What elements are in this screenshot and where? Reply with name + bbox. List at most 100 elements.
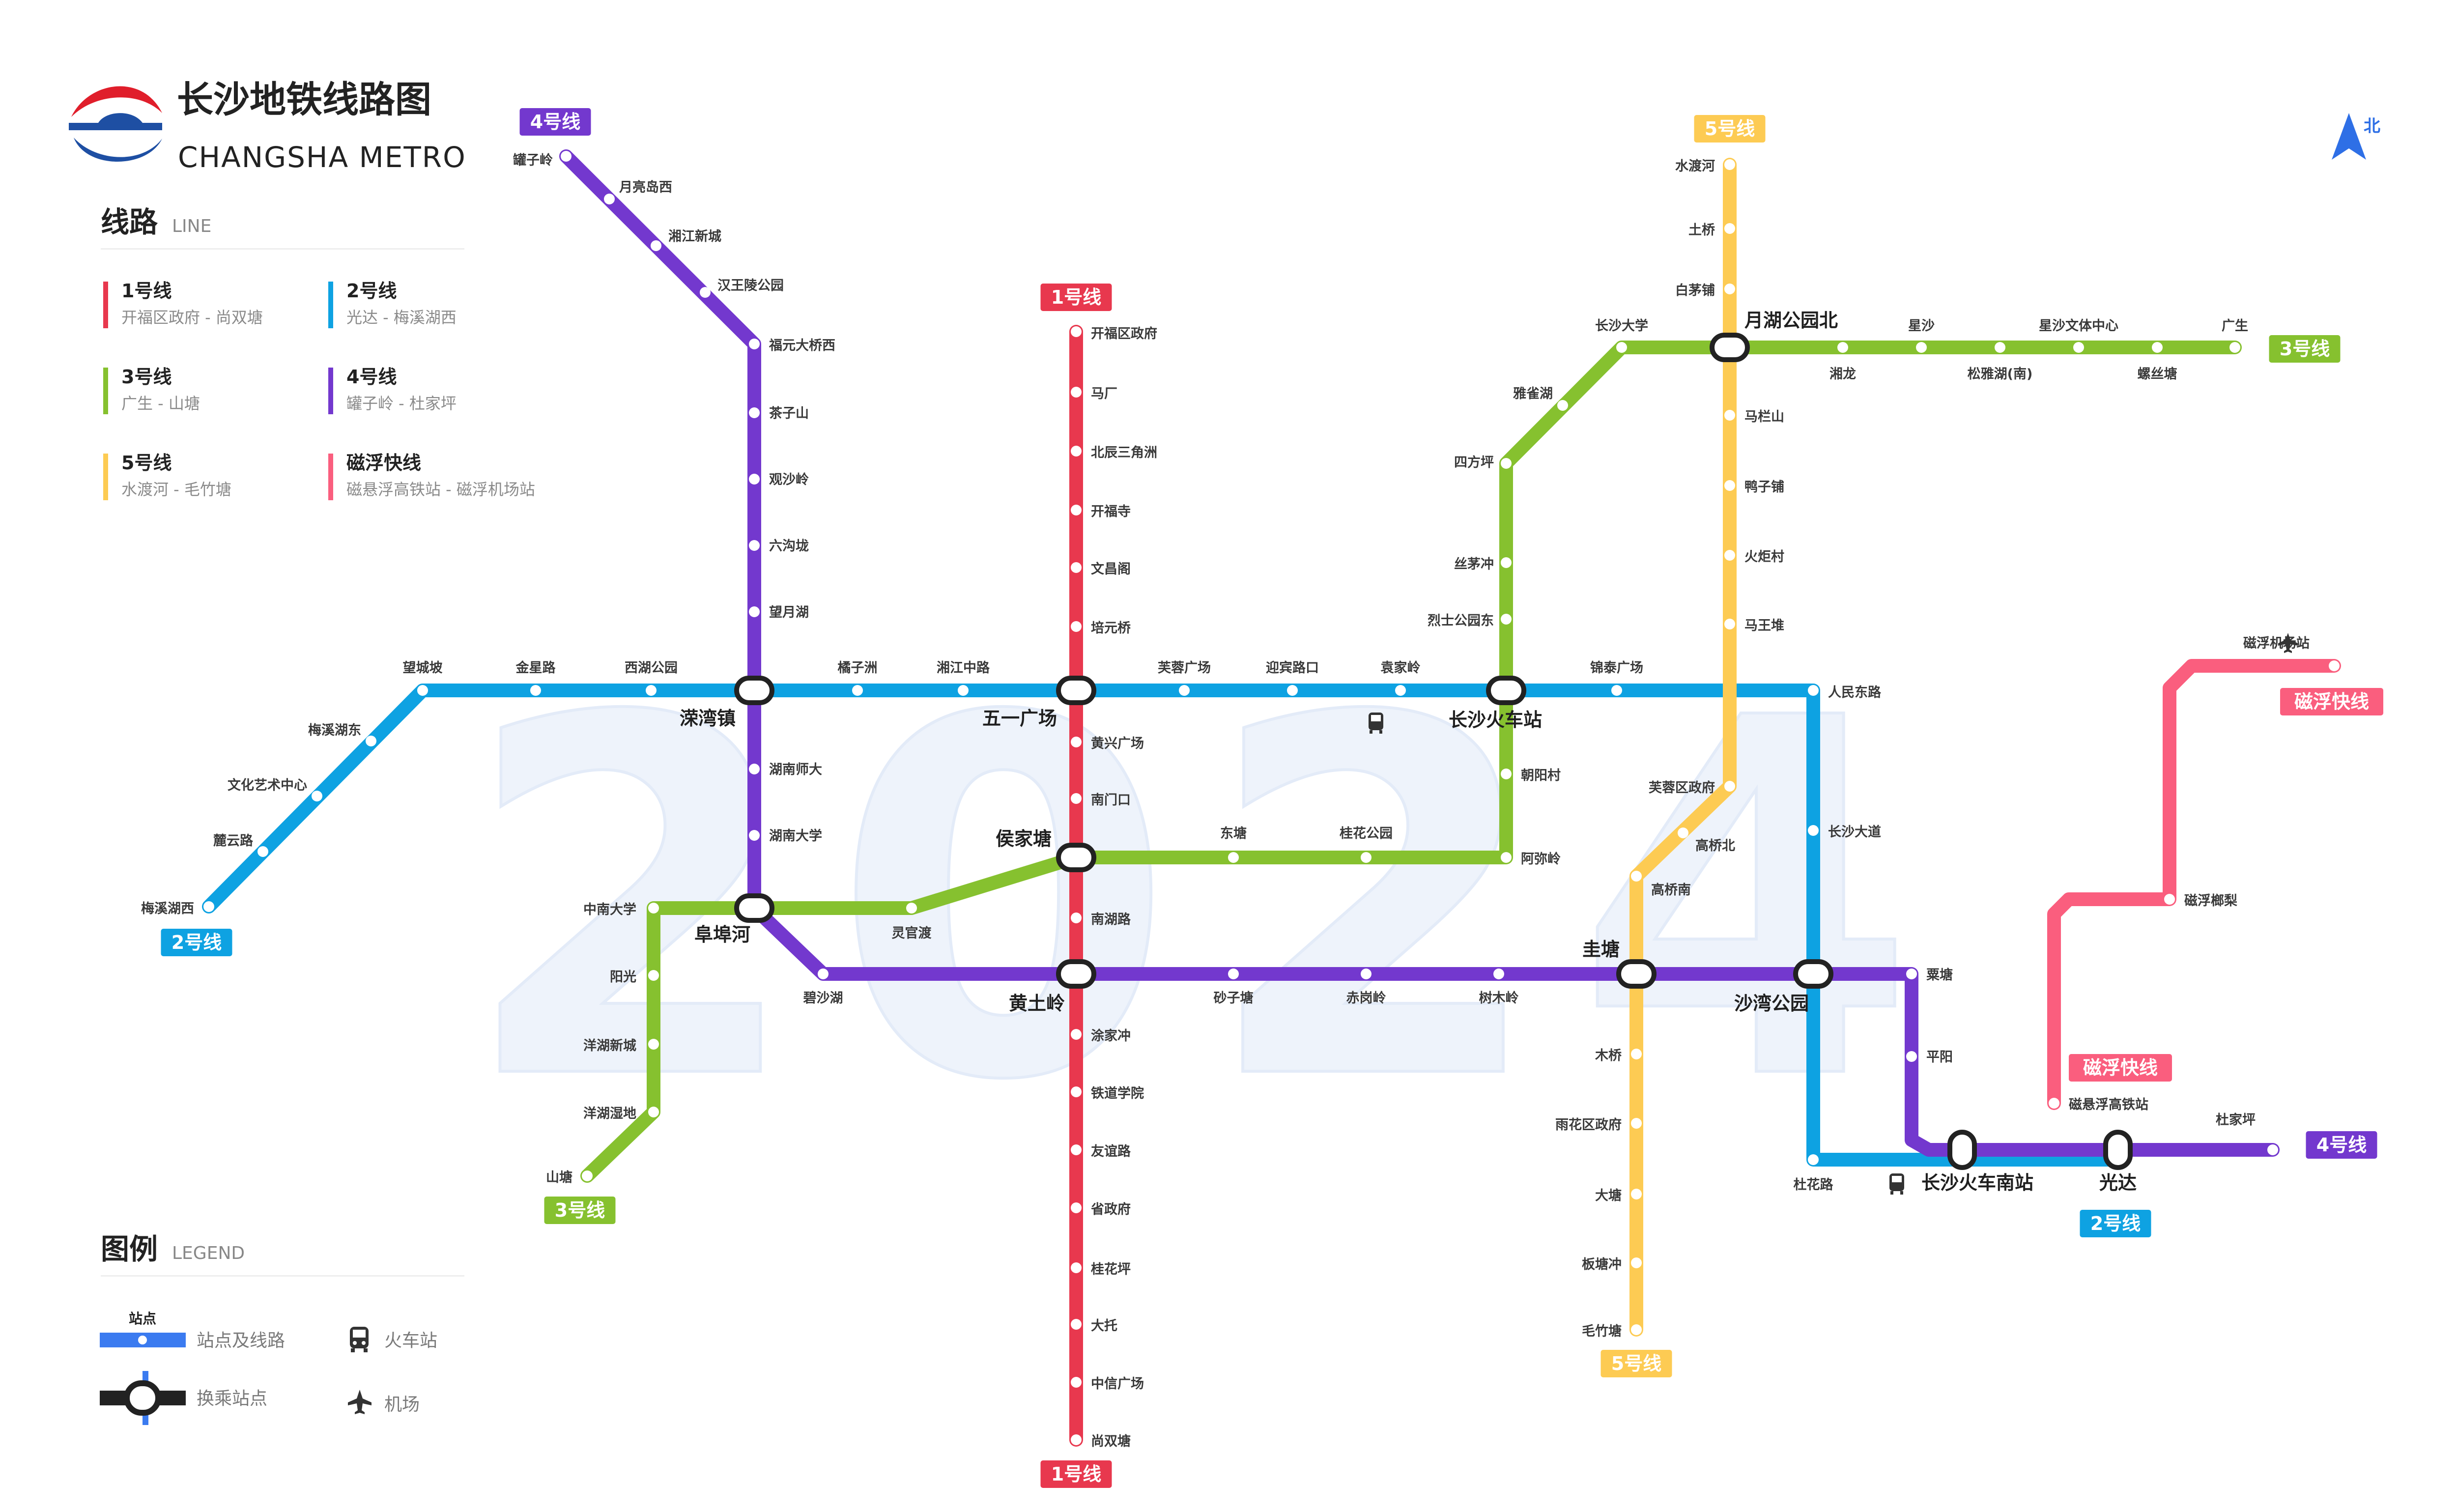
station-dot[interactable] — [1071, 505, 1082, 515]
station-dot[interactable] — [958, 685, 969, 696]
station-dot[interactable] — [1228, 969, 1239, 979]
station-dot[interactable] — [648, 1107, 659, 1117]
station-dot[interactable] — [648, 1039, 659, 1050]
station-dot[interactable] — [1071, 1144, 1082, 1155]
station-dot[interactable] — [1724, 159, 1735, 170]
interchange-marker[interactable] — [1793, 959, 1833, 989]
station-dot[interactable] — [1611, 685, 1622, 696]
station-dot[interactable] — [1395, 685, 1406, 696]
station-dot[interactable] — [749, 830, 760, 841]
station-dot[interactable] — [1071, 562, 1082, 573]
station-dot[interactable] — [1071, 913, 1082, 923]
station-dot[interactable] — [1724, 223, 1735, 234]
station-dot[interactable] — [2152, 342, 2163, 353]
station-dot[interactable] — [2329, 660, 2340, 671]
station-dot[interactable] — [1631, 871, 1642, 882]
station-dot[interactable] — [1906, 969, 1917, 979]
station-dot[interactable] — [1179, 685, 1190, 696]
station-dot[interactable] — [818, 969, 829, 979]
station-dot[interactable] — [1501, 852, 1512, 863]
station-dot[interactable] — [1916, 342, 1927, 353]
interchange-marker[interactable] — [2103, 1130, 2133, 1170]
station-dot[interactable] — [1995, 342, 2005, 353]
station-dot[interactable] — [749, 540, 760, 551]
station-dot[interactable] — [1808, 685, 1819, 696]
station-dot[interactable] — [1724, 480, 1735, 491]
station-dot[interactable] — [1493, 969, 1504, 979]
station-dot[interactable] — [1071, 1029, 1082, 1040]
station-dot[interactable] — [2164, 894, 2175, 905]
station-dot[interactable] — [1071, 737, 1082, 747]
station-dot[interactable] — [1631, 1049, 1642, 1059]
station-dot[interactable] — [1808, 1154, 1819, 1165]
station-dot[interactable] — [312, 791, 322, 801]
station-dot[interactable] — [1631, 1257, 1642, 1268]
interchange-marker[interactable] — [1710, 333, 1750, 362]
station-dot[interactable] — [1631, 1118, 1642, 1129]
station-dot[interactable] — [1071, 793, 1082, 804]
interchange-marker[interactable] — [1056, 959, 1096, 989]
interchange-marker[interactable] — [1056, 676, 1096, 705]
station-dot[interactable] — [1906, 1051, 1917, 1062]
interchange-marker[interactable] — [1616, 959, 1657, 989]
station-dot[interactable] — [1631, 1324, 1642, 1335]
station-dot[interactable] — [700, 287, 711, 298]
station-dot[interactable] — [1071, 446, 1082, 456]
interchange-marker[interactable] — [734, 893, 774, 923]
station-dot[interactable] — [1837, 342, 1848, 353]
station-dot[interactable] — [1631, 1189, 1642, 1199]
station-dot[interactable] — [1678, 827, 1688, 838]
station-dot[interactable] — [1361, 852, 1371, 863]
station-dot[interactable] — [1501, 614, 1512, 625]
station-dot[interactable] — [417, 685, 428, 696]
station-dot[interactable] — [1071, 1377, 1082, 1388]
station-dot[interactable] — [1361, 969, 1371, 979]
station-dot[interactable] — [2073, 342, 2084, 353]
station-dot[interactable] — [1071, 1086, 1082, 1097]
station-dot[interactable] — [604, 194, 615, 204]
station-dot[interactable] — [749, 474, 760, 485]
station-dot[interactable] — [582, 1170, 593, 1181]
station-dot[interactable] — [648, 903, 659, 913]
station-dot[interactable] — [1501, 769, 1512, 779]
interchange-marker[interactable] — [734, 676, 774, 705]
station-dot[interactable] — [2229, 342, 2240, 353]
station-dot[interactable] — [651, 240, 661, 251]
station-dot[interactable] — [1071, 621, 1082, 632]
station-dot[interactable] — [1071, 1202, 1082, 1213]
station-dot[interactable] — [530, 685, 541, 696]
station-dot[interactable] — [749, 407, 760, 418]
station-dot[interactable] — [1228, 852, 1239, 863]
station-dot[interactable] — [648, 970, 659, 981]
station-dot[interactable] — [1808, 825, 1819, 836]
station-dot[interactable] — [749, 764, 760, 774]
station-dot[interactable] — [1071, 1319, 1082, 1330]
station-dot[interactable] — [2267, 1144, 2278, 1155]
station-dot[interactable] — [561, 151, 571, 162]
interchange-marker[interactable] — [1486, 676, 1526, 705]
station-dot[interactable] — [1724, 284, 1735, 294]
station-dot[interactable] — [1724, 410, 1735, 421]
station-dot[interactable] — [749, 339, 760, 349]
station-dot[interactable] — [1071, 387, 1082, 398]
station-dot[interactable] — [257, 846, 268, 857]
station-dot[interactable] — [1616, 342, 1627, 353]
station-dot[interactable] — [852, 685, 863, 696]
station-dot[interactable] — [1287, 685, 1298, 696]
station-dot[interactable] — [1501, 458, 1512, 469]
station-dot[interactable] — [366, 736, 376, 746]
station-dot[interactable] — [1724, 619, 1735, 629]
station-dot[interactable] — [1071, 1434, 1082, 1445]
station-dot[interactable] — [1557, 400, 1568, 411]
station-dot[interactable] — [646, 685, 657, 696]
station-dot[interactable] — [1501, 557, 1512, 568]
station-dot[interactable] — [1071, 326, 1082, 337]
station-dot[interactable] — [1724, 781, 1735, 792]
station-dot[interactable] — [1071, 1262, 1082, 1273]
station-dot[interactable] — [2049, 1098, 2059, 1109]
interchange-marker[interactable] — [1947, 1130, 1977, 1170]
station-dot[interactable] — [749, 606, 760, 617]
station-dot[interactable] — [906, 903, 917, 913]
station-dot[interactable] — [203, 901, 214, 912]
interchange-marker[interactable] — [1056, 843, 1096, 872]
